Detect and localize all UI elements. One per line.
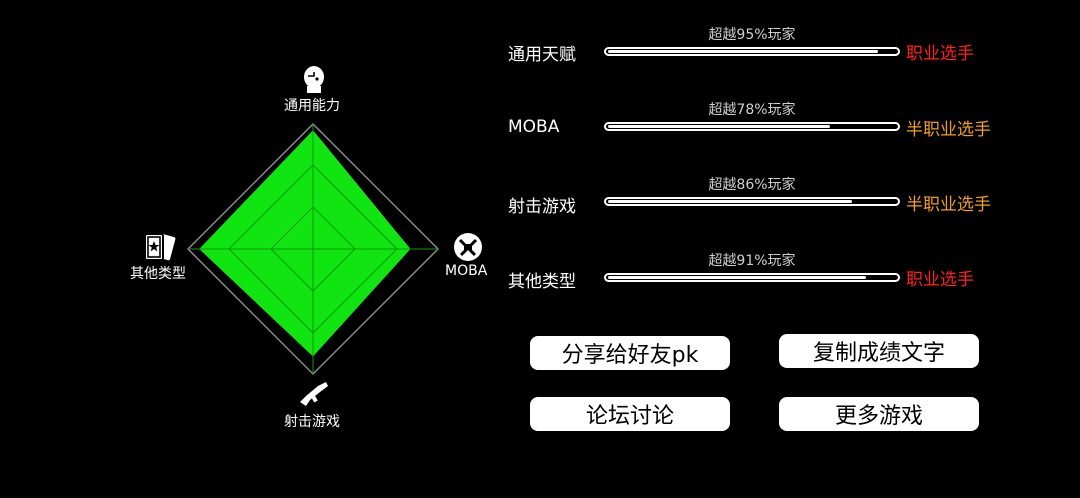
score-row-general: 超越95%玩家 通用天赋 职业选手 [0, 22, 1080, 82]
more-games-button[interactable]: 更多游戏 [779, 397, 979, 431]
progress-bar [604, 47, 900, 56]
row-rank-text: 超越91%玩家 [708, 253, 796, 269]
copy-result-text-button[interactable]: 复制成绩文字 [779, 334, 979, 368]
row-label: 射击游戏 [508, 197, 576, 217]
row-level-badge: 职业选手 [906, 270, 974, 290]
row-level-badge: 职业选手 [906, 44, 974, 64]
radar-label-right: MOBA [445, 263, 488, 279]
row-label: 其他类型 [508, 272, 576, 292]
progress-bar [604, 122, 900, 131]
radar-inner-grid [188, 124, 438, 374]
row-rank-text: 超越95%玩家 [708, 27, 796, 43]
progress-bar [604, 197, 900, 206]
row-rank-text: 超越86%玩家 [708, 177, 796, 193]
share-pk-button[interactable]: 分享给好友pk [530, 336, 730, 370]
gun-icon [300, 382, 328, 406]
cards-icon [144, 233, 176, 261]
moba-crossed-swords-icon [454, 233, 482, 261]
progress-bar-fill [608, 276, 866, 279]
progress-bar [604, 273, 900, 282]
progress-bar-fill [608, 125, 830, 128]
radar-value-shape [199, 130, 411, 357]
progress-bar-fill [608, 50, 878, 53]
row-rank-text: 超越78%玩家 [708, 102, 796, 118]
score-row-shooter: 超越86%玩家 射击游戏 半职业选手 [0, 172, 1080, 232]
row-label: MOBA [508, 117, 560, 137]
radar-label-bottom: 射击游戏 [284, 414, 340, 430]
score-row-moba: 超越78%玩家 MOBA 半职业选手 [0, 97, 1080, 157]
row-level-badge: 半职业选手 [906, 120, 991, 140]
radar-label-top: 通用能力 [284, 98, 340, 114]
forum-discussion-button[interactable]: 论坛讨论 [530, 397, 730, 431]
progress-bar-fill [608, 200, 852, 203]
row-label: 通用天赋 [508, 45, 576, 65]
player-head-icon [304, 66, 324, 93]
score-row-other: 超越91%玩家 其他类型 职业选手 [0, 248, 1080, 308]
radar-label-left: 其他类型 [130, 266, 186, 282]
row-level-badge: 半职业选手 [906, 195, 991, 215]
